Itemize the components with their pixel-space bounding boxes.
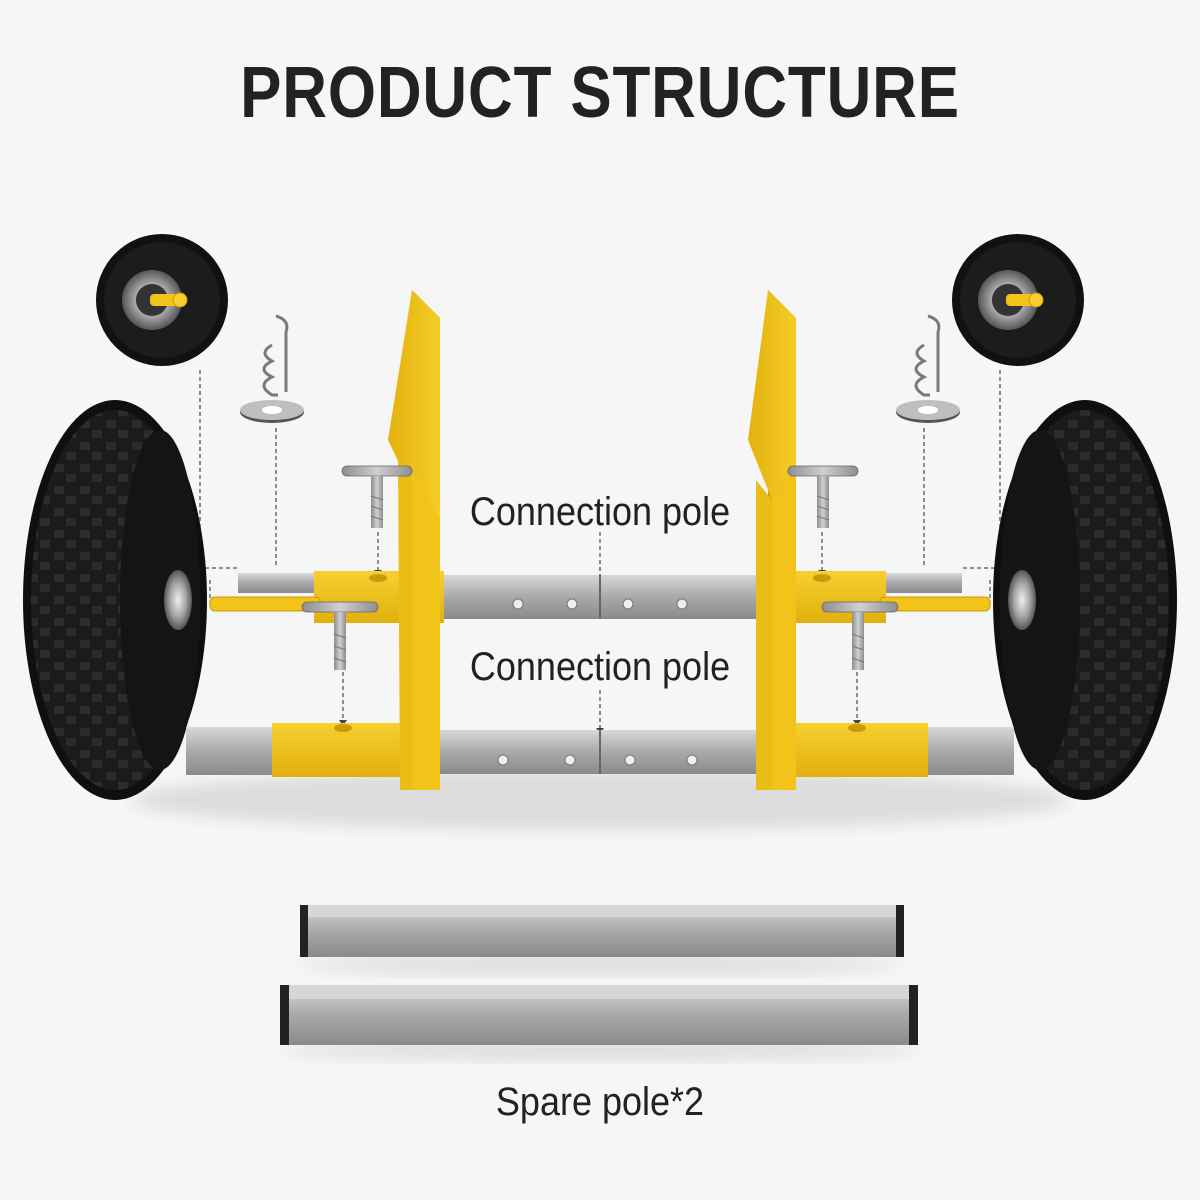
left-tire xyxy=(23,400,207,800)
t-bolt-icon xyxy=(787,465,859,528)
connection-pole-label-lower: Connection pole xyxy=(469,645,731,689)
left-hub-detail xyxy=(96,234,228,366)
right-tire xyxy=(993,400,1177,800)
left-plate xyxy=(388,290,440,790)
t-bolt-icon xyxy=(301,601,379,670)
t-bolt-icon xyxy=(821,601,899,670)
spare-pole-label: Spare pole*2 xyxy=(495,1080,705,1124)
connection-pole-label-upper: Connection pole xyxy=(469,490,731,534)
ground-shadow xyxy=(130,770,1070,830)
cotter-pin-icon xyxy=(914,314,941,397)
upper-frame xyxy=(209,571,991,623)
cotter-pin-icon xyxy=(262,314,289,397)
page-title: PRODUCT STRUCTURE xyxy=(240,53,960,133)
right-plate xyxy=(748,290,796,790)
t-bolt-icon xyxy=(341,465,413,528)
right-hub-detail xyxy=(952,234,1084,366)
spare-pole-upper xyxy=(300,905,904,975)
spare-pole-lower xyxy=(280,985,920,1060)
lower-frame xyxy=(186,723,1014,777)
washer-icon xyxy=(896,400,960,423)
washer-icon xyxy=(240,400,304,423)
